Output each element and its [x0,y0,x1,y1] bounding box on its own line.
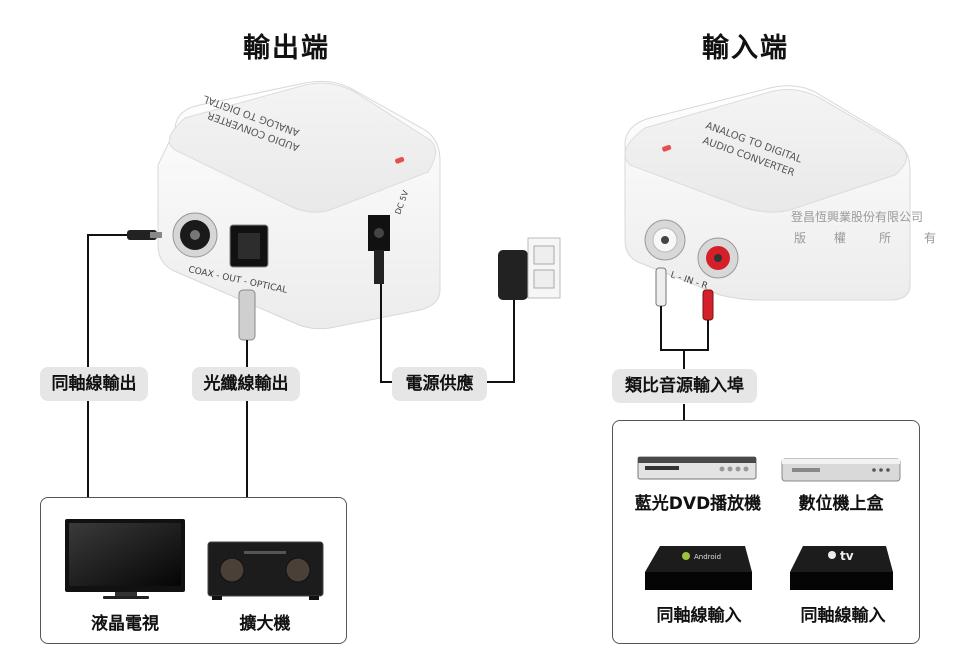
watermark-char-2: 權 [834,231,847,245]
bluray-player-icon [637,456,757,480]
amplifier-icon [207,541,324,600]
bluray-player-label: 藍光DVD播放機 [634,494,762,514]
amplifier-label: 擴大機 [239,614,291,634]
output-side-heading: 輸出端 [243,33,330,64]
input-converter-box: ANALOG TO DIGITAL AUDIO CONVERTER L - IN… [624,85,911,301]
lcd-tv-label: 液晶電視 [91,614,159,634]
apple-tv-logo-text: tv [840,549,854,563]
coax-input-label-android: 同軸線輸入 [656,606,742,626]
power-adapter-icon [498,237,561,300]
output-devices-panel [40,497,347,644]
output-converter-box: ANALOG TO DIGITAL AUDIO CONVERTER COAX -… [157,80,441,330]
set-top-box-label: 數位機上盒 [798,494,884,514]
watermark-char-1: 版 [794,231,807,245]
apple-tv-icon: tv [790,546,893,590]
watermark-company: 登昌恆興業股份有限公司 [791,210,924,224]
analog-in-cable [660,306,709,372]
input-devices-panel [612,420,920,644]
set-top-box-icon [781,458,901,482]
optical-output-label: 光纖線輸出 [192,367,300,401]
power-supply-label: 電源供應 [392,367,487,401]
lcd-tv-icon [65,519,185,599]
analog-input-label: 類比音源輸入埠 [612,369,757,403]
coax-input-label-appletv: 同軸線輸入 [800,606,886,626]
coax-output-label: 同軸線輸出 [40,367,148,401]
input-side-heading: 輸入端 [702,33,789,64]
watermark-char-4: 有 [924,231,937,245]
watermark-char-3: 所 [879,231,892,245]
android-box-icon: Android [645,546,752,590]
android-logo-text: Android [694,553,721,561]
